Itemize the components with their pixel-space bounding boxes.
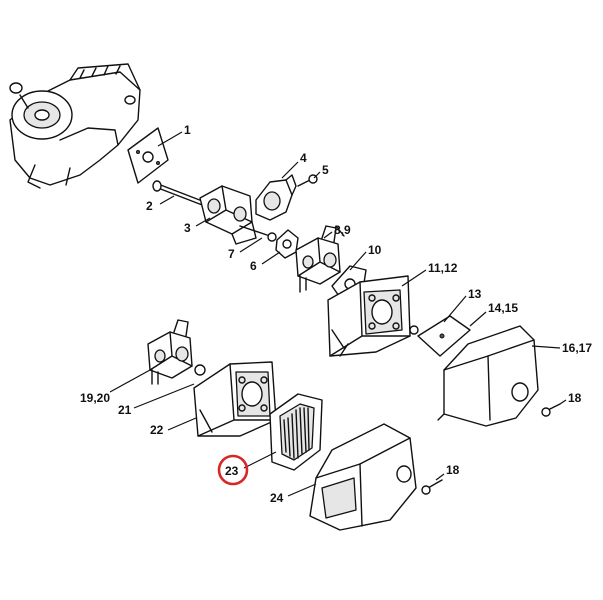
- leader-22: [167, 417, 197, 431]
- leader-7: [239, 237, 263, 253]
- carburetor-part-8-9: [295, 225, 345, 293]
- screw-part-18-upper: [541, 403, 561, 417]
- leader-24: [287, 483, 317, 497]
- leader-4: [281, 161, 299, 179]
- gasket-part-1: [127, 127, 169, 184]
- callout-1: 1: [184, 123, 191, 137]
- callout-8-9: 8,9: [334, 223, 351, 237]
- intake-flange-part-3: [199, 185, 257, 245]
- callout-21: 21: [118, 403, 132, 417]
- leader-14-15: [469, 311, 487, 327]
- air-filter-base-part-22: [193, 361, 277, 437]
- air-filter-base-part-11-12: [327, 275, 419, 357]
- leader-2: [159, 195, 175, 205]
- leader-8-9: [323, 231, 333, 239]
- highlight-ring-23: [217, 454, 249, 486]
- gasket-part-6: [275, 229, 299, 259]
- callout-5: 5: [322, 163, 329, 177]
- callout-24: 24: [270, 491, 284, 505]
- cover-part-24: [309, 423, 417, 531]
- leader-10: [349, 251, 367, 271]
- callout-2: 2: [146, 199, 153, 213]
- callout-labels: 1 2 3 4 5 6 7 8,9 10 11,12 13 14,15 16,1…: [80, 123, 592, 505]
- callout-6: 6: [250, 259, 257, 273]
- carburetor-part-19-20: [147, 319, 206, 385]
- bracket-part-4: [255, 174, 297, 221]
- leader-6: [261, 251, 281, 265]
- callout-10: 10: [368, 243, 382, 257]
- leader-5: [313, 171, 321, 179]
- leader-18-lower: [435, 473, 445, 481]
- leader-11-12: [401, 269, 427, 287]
- callout-3: 3: [184, 221, 191, 235]
- callout-16-17: 16,17: [562, 341, 592, 355]
- crankcase-part: [9, 63, 141, 189]
- leader-19-20: [109, 369, 151, 393]
- callout-18-lower: 18: [446, 463, 460, 477]
- callout-14-15: 14,15: [488, 301, 518, 315]
- leader-3: [195, 217, 211, 227]
- callout-23: 23: [225, 464, 239, 478]
- leader-13: [443, 295, 467, 323]
- callout-19-20: 19,20: [80, 391, 110, 405]
- callout-7: 7: [228, 247, 235, 261]
- bolt-part-7: [239, 225, 277, 242]
- callout-4: 4: [300, 151, 307, 165]
- cover-part-16-17: [437, 325, 539, 427]
- leader-21: [133, 383, 195, 409]
- filter-pad-part-13: [417, 315, 471, 357]
- leader-18-upper: [559, 399, 567, 405]
- screw-part-18-lower: [421, 479, 443, 495]
- leader-lines: [109, 131, 567, 497]
- callout-22: 22: [150, 423, 164, 437]
- screw-part-5: [297, 174, 318, 187]
- leader-16-17: [531, 345, 561, 349]
- filter-element-part-23: [269, 393, 323, 471]
- callout-11-12: 11,12: [428, 261, 458, 275]
- callout-13: 13: [468, 287, 482, 301]
- leader-23: [243, 451, 277, 469]
- leader-1: [157, 131, 183, 147]
- callout-18-upper: 18: [568, 391, 582, 405]
